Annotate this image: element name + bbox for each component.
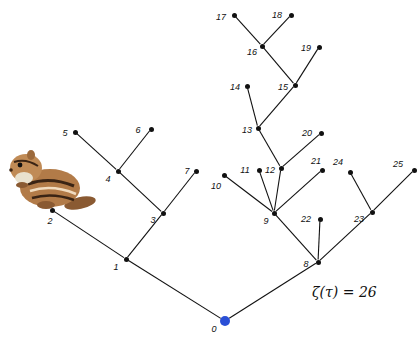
- tree-vertex: 19: [317, 45, 322, 50]
- tree-edge: [260, 172, 273, 210]
- tree-edge: [351, 174, 371, 210]
- tree-edge: [276, 172, 320, 212]
- tree-vertex: 1: [124, 257, 129, 262]
- tree-vertex: 25: [412, 168, 417, 173]
- tree-edge: [259, 130, 280, 166]
- vertex-number: 12: [265, 166, 275, 175]
- tree-vertex: 23: [370, 210, 375, 215]
- tree-vertex: 11: [257, 168, 262, 173]
- vertex-number: 19: [301, 44, 311, 53]
- chipmunk-paw: [16, 182, 28, 188]
- tree-vertex: 22: [318, 217, 323, 222]
- vertex-number: 10: [211, 182, 221, 191]
- vertex-number: 1: [113, 263, 118, 272]
- chipmunk: [9, 150, 97, 212]
- tree-vertex: 15: [293, 83, 298, 88]
- chipmunk-ear: [27, 150, 35, 160]
- tree-vertex: 24: [348, 170, 353, 175]
- vertex-number: 9: [263, 217, 268, 226]
- formula-label: ζ(τ) = 26: [312, 284, 377, 300]
- tree-edge: [165, 173, 195, 211]
- chipmunk-stripe: [28, 180, 74, 186]
- tree-vertex: 12: [279, 166, 284, 171]
- tree-edge: [120, 131, 150, 169]
- vertex-number: 7: [184, 167, 189, 176]
- tree-vertex: 4: [116, 169, 121, 174]
- vertex-number: 18: [272, 11, 282, 20]
- tree-vertex: 21: [320, 168, 325, 173]
- tree-edge: [260, 87, 294, 126]
- vertex-number: 21: [311, 157, 321, 166]
- tree-edge: [320, 214, 370, 261]
- tree-vertex: 6: [149, 127, 154, 132]
- tree-edge: [296, 49, 317, 83]
- chipmunk-stripe: [32, 195, 74, 200]
- tree-edge: [264, 17, 290, 44]
- tree-vertex: 20: [319, 131, 324, 136]
- vertex-number: 2: [47, 217, 52, 226]
- vertex-number: 11: [240, 166, 249, 175]
- vertex-number: 4: [105, 175, 110, 184]
- tree-edge: [274, 170, 280, 210]
- chipmunk-stripe: [30, 188, 76, 194]
- chipmunk-eye: [18, 163, 23, 168]
- chipmunk-face-stripe: [14, 161, 38, 166]
- vertex-number: 22: [301, 215, 311, 224]
- tree-edge: [54, 211, 124, 257]
- vertex-number: 25: [393, 160, 403, 169]
- tree-edge: [318, 221, 320, 259]
- vertex-number: 13: [242, 126, 252, 135]
- tree-edge: [128, 215, 162, 257]
- tree-vertex: 14: [245, 84, 250, 89]
- vertex-number: 23: [354, 215, 364, 224]
- vertex-number: 17: [216, 13, 226, 22]
- tree-vertex: 5: [73, 130, 78, 135]
- tree-edge: [236, 17, 261, 44]
- tree-edge: [276, 215, 317, 260]
- tree-edge: [229, 263, 316, 318]
- tree-vertex: 16: [260, 44, 265, 49]
- vertex-number: 20: [302, 129, 312, 138]
- tree-vertex: 9: [272, 211, 277, 216]
- tree-vertex: 8: [316, 260, 321, 265]
- tree-edge: [128, 260, 221, 318]
- root-vertex: 0: [220, 316, 230, 326]
- vertex-number: 8: [303, 260, 308, 269]
- vertex-number: 15: [278, 83, 288, 92]
- tree-edge: [226, 177, 272, 212]
- vertex-number: 24: [333, 158, 343, 167]
- vertex-number: 14: [230, 83, 240, 92]
- vertex-number: 3: [150, 216, 155, 225]
- tree-edge: [77, 134, 116, 170]
- tree-vertex: 7: [194, 169, 199, 174]
- vertex-number: 6: [135, 126, 140, 135]
- tree-vertex: 2: [50, 208, 55, 213]
- vertex-number: 5: [62, 129, 67, 138]
- tree-vertex: 10: [222, 173, 227, 178]
- tree-vertex: 3: [161, 211, 166, 216]
- tree-edge: [120, 173, 161, 212]
- vertex-number: 0: [211, 325, 216, 334]
- tree-vertex: 13: [256, 126, 261, 131]
- tree-vertex: 18: [289, 13, 294, 18]
- tree-edge: [374, 172, 412, 210]
- tree-vertex: 17: [232, 13, 237, 18]
- vertex-number: 16: [247, 48, 257, 57]
- tree-edge: [248, 88, 258, 125]
- tree-edge: [264, 48, 294, 83]
- chipmunk-nose: [9, 168, 13, 172]
